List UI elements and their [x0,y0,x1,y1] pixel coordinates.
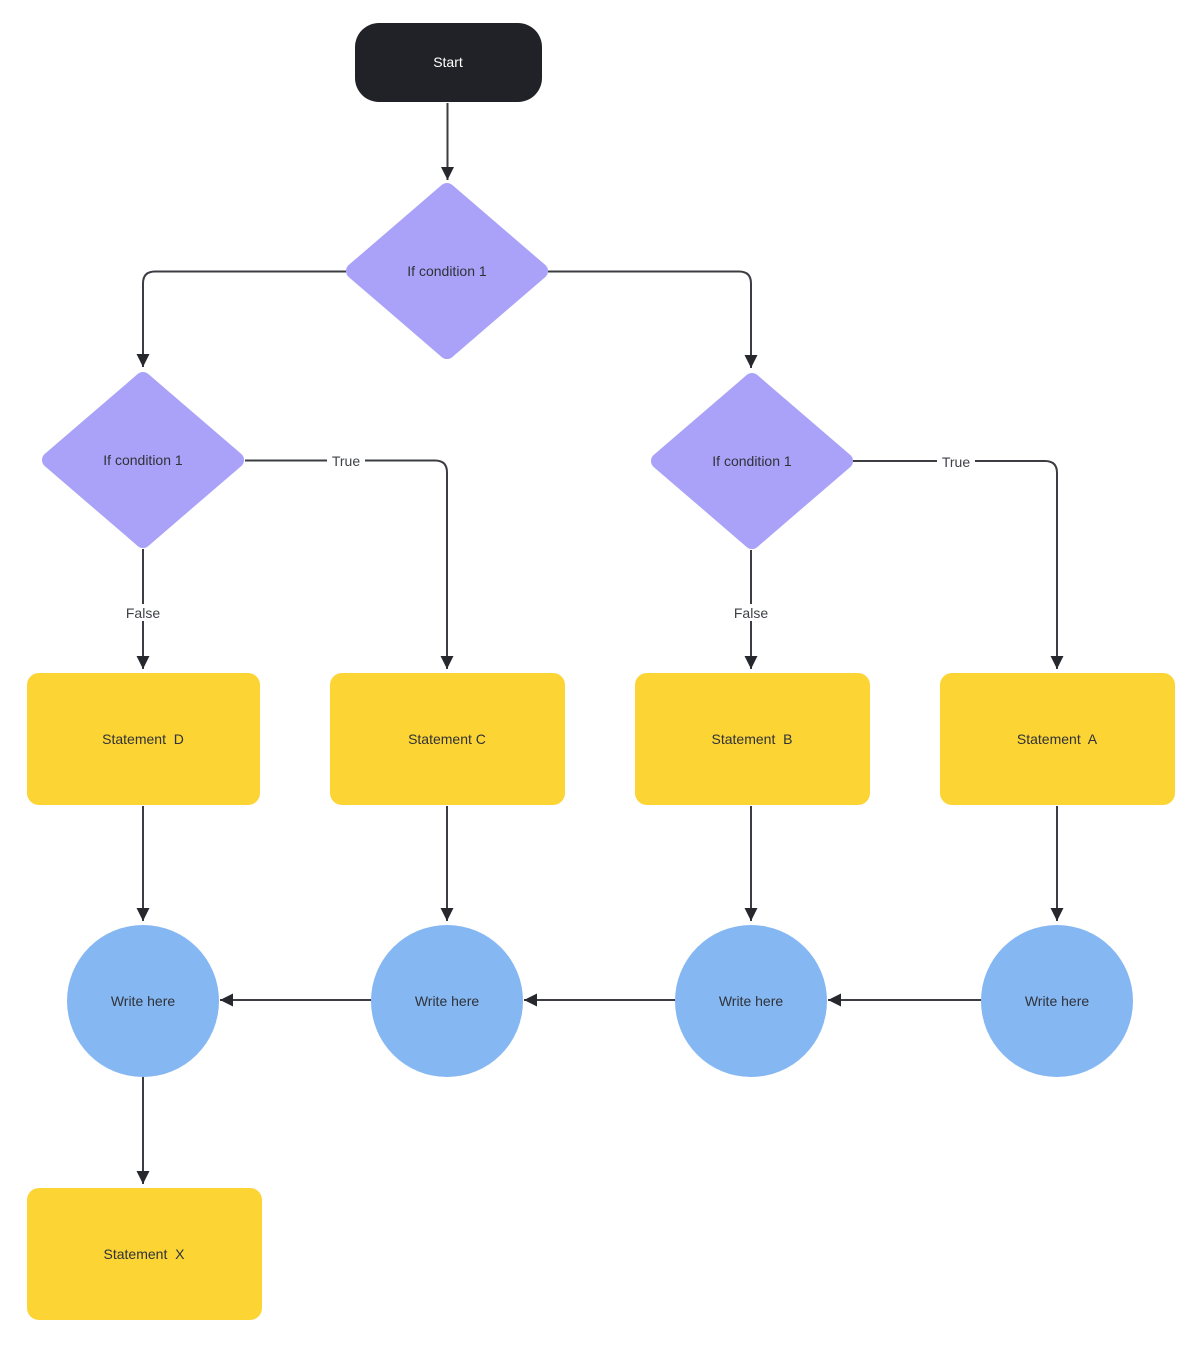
edges [136,103,1064,1184]
statement-c-label: Statement C [408,731,486,747]
start-node-shape [355,23,542,102]
statement-d-shape [27,673,260,805]
statement-a-shape [940,673,1175,805]
write-here-3-shape [675,925,827,1077]
edge-labels: True True False False [121,452,975,621]
decision-top-node: If condition 1 [346,183,548,359]
edge-label-false-right: False [734,605,768,621]
statement-c-shape [330,673,565,805]
edge-label-bg [327,452,365,469]
statement-b-label: Statement B [712,731,793,747]
write-here-1-node: Write here [67,925,219,1077]
edge-label-bg [121,604,165,621]
start-node: Start [355,23,542,102]
edge-label-true-right: True [942,454,970,470]
statement-a-label: Statement A [1017,731,1098,747]
decision-right-node: If condition 1 [651,373,853,549]
start-node-label: Start [433,54,463,70]
edge-decision-right-true-to-statement-a [853,460,1064,669]
edge-label-bg [937,453,975,470]
statement-x-node: Statement X [27,1188,262,1320]
statement-c-node: Statement C [330,673,565,805]
edge-decision-top-to-decision-left [136,270,346,367]
decision-left-shape [42,372,244,548]
decision-left-node: If condition 1 [42,372,244,548]
statement-b-shape [635,673,870,805]
statement-b-node: Statement B [635,673,870,805]
statement-a-node: Statement A [940,673,1175,805]
edge-label-false-left: False [126,605,160,621]
statement-x-shape [27,1188,262,1320]
write-here-2-node: Write here [371,925,523,1077]
write-here-1-shape [67,925,219,1077]
decision-right-label: If condition 1 [712,453,792,469]
decision-top-label: If condition 1 [407,263,487,279]
edge-label-bg [729,604,773,621]
statement-d-node: Statement D [27,673,260,805]
write-here-3-node: Write here [675,925,827,1077]
statement-d-label: Statement D [102,731,184,747]
edge-decision-top-to-decision-right [548,270,758,368]
decision-top-shape [346,183,548,359]
write-here-1-label: Write here [111,993,176,1009]
edge-label-true-left: True [332,453,360,469]
write-here-4-label: Write here [1025,993,1090,1009]
write-here-3-label: Write here [719,993,784,1009]
write-here-4-node: Write here [981,925,1133,1077]
decision-left-label: If condition 1 [103,452,183,468]
edge-decision-left-true-to-statement-c [245,459,454,669]
statement-x-label: Statement X [104,1246,186,1262]
decision-right-shape [651,373,853,549]
write-here-2-label: Write here [415,993,480,1009]
write-here-4-shape [981,925,1133,1077]
write-here-2-shape [371,925,523,1077]
